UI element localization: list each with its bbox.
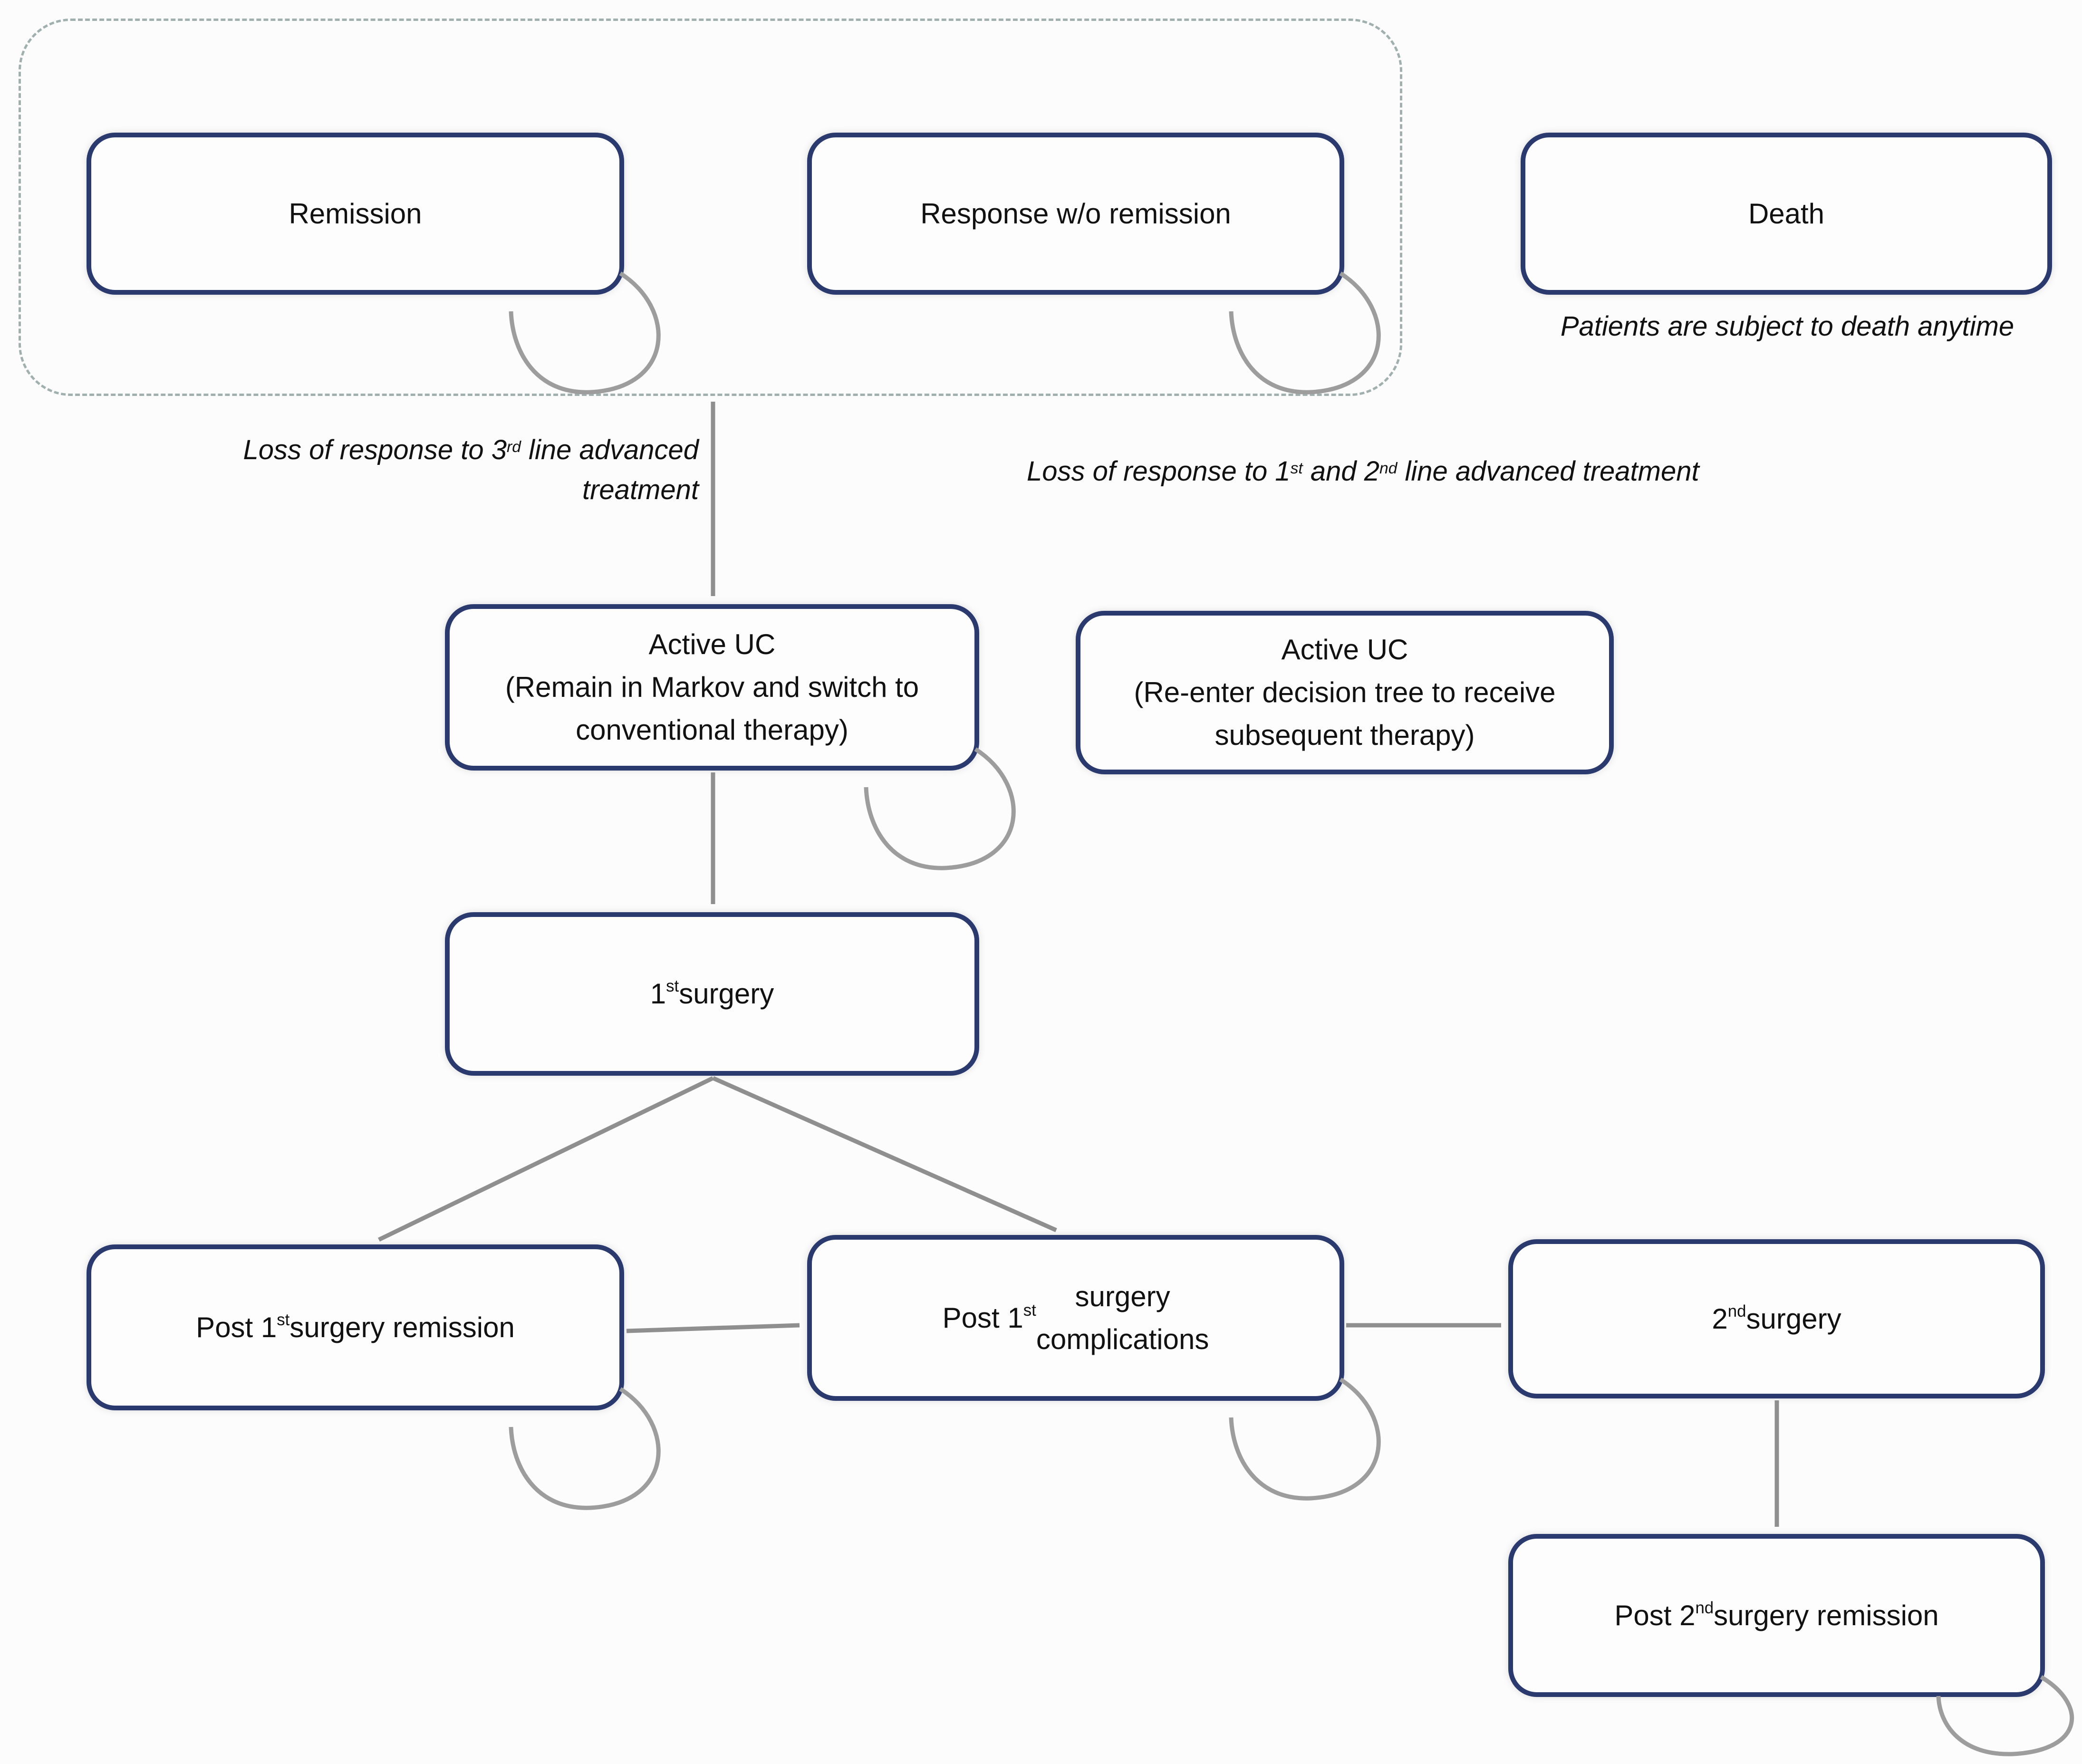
- state-box-response-without-remission: Response w/o remission: [807, 133, 1344, 295]
- dashed-response-states-group: [19, 19, 1402, 396]
- state-box-active-uc-markov: Active UC (Remain in Markov and switch t…: [445, 604, 979, 771]
- loss-of-response-3rd-line-label: Loss of response to 3rd line advanced tr…: [243, 434, 699, 506]
- death-anytime-note: Patients are subject to death anytime: [1560, 311, 2015, 342]
- arrow-remission-to-complications: [626, 1323, 800, 1333]
- state-box-remission: Remission: [87, 133, 624, 295]
- state-box-active-uc-reenter: Active UC (Re-enter decision tree to rec…: [1076, 611, 1614, 774]
- arrow-first-surgery-to-post-remission: [378, 1076, 714, 1242]
- loss-of-response-1st-2nd-line-label: Loss of response to 1st and 2nd line adv…: [1027, 456, 1699, 487]
- state-box-death: Death: [1521, 133, 2052, 295]
- arrow-first-surgery-to-complications: [712, 1076, 1057, 1233]
